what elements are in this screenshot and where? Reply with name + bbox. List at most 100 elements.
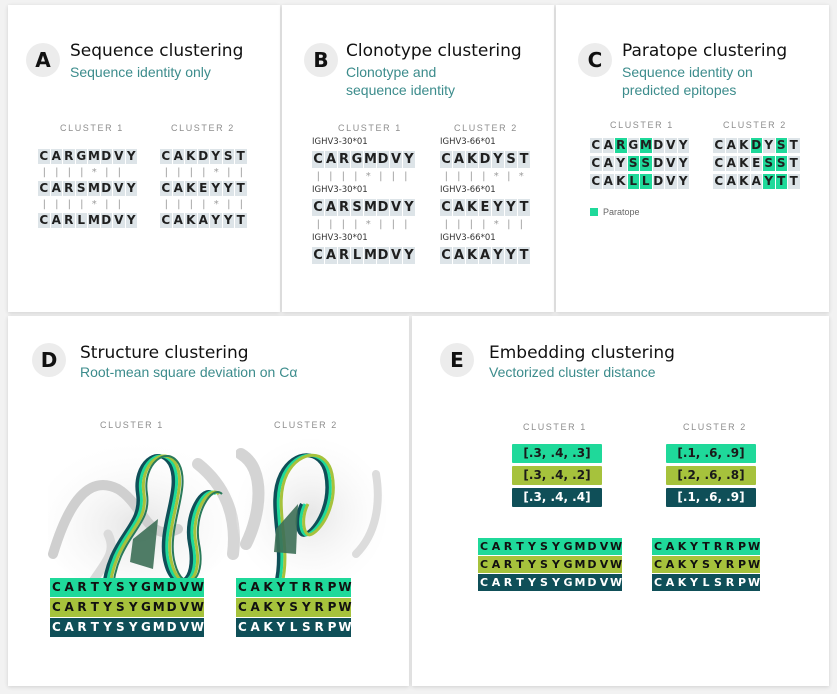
residue: G (563, 576, 573, 589)
residue: R (314, 620, 324, 634)
residue: S (540, 558, 548, 571)
residue: G (141, 620, 151, 634)
residue: C (713, 138, 725, 153)
residue: P (327, 620, 337, 634)
residue: Y (552, 540, 560, 553)
residue: R (338, 247, 350, 264)
residue: D (587, 558, 597, 571)
residue: Y (552, 558, 560, 571)
structure-cluster2-ribbon-image (236, 439, 386, 589)
panel-letter-c: C (578, 43, 612, 77)
match-marker: | (341, 219, 345, 230)
residue: G (75, 149, 87, 164)
paratope-legend-swatch (590, 208, 598, 216)
residue: E (479, 199, 491, 216)
panel-paratope-clustering: C Paratope clustering Sequence identity … (556, 5, 829, 312)
residue: A (491, 540, 501, 553)
match-marker: | (444, 219, 448, 230)
residue: V (599, 558, 609, 571)
residue: R (63, 149, 75, 164)
residue: K (738, 138, 750, 153)
panel-c-cluster2-label: CLUSTER 2 (723, 120, 787, 130)
residue: Y (677, 174, 689, 189)
panel-a-subtitle: Sequence identity only (70, 64, 211, 80)
residue: L (627, 174, 639, 189)
residue: M (574, 540, 586, 553)
residue: C (590, 156, 602, 171)
panel-letter-a: A (26, 43, 60, 77)
panel-b-cluster1-label: CLUSTER 1 (338, 123, 402, 133)
residue: D (377, 199, 389, 216)
residue: P (327, 600, 337, 614)
panel-e-cluster1-label: CLUSTER 1 (523, 422, 587, 432)
panel-e-c2-vector3: [.1, .6, .9] (666, 488, 756, 507)
residue: Y (210, 149, 222, 164)
residue: S (116, 620, 125, 634)
residue: Y (552, 576, 560, 589)
residue: W (338, 620, 352, 634)
panel-d-title: Structure clustering (80, 343, 249, 363)
match-marker: | (404, 219, 408, 230)
residue: A (64, 600, 74, 614)
residue: C (479, 558, 489, 571)
residue: W (190, 620, 205, 634)
residue: G (563, 540, 573, 553)
residue: Y (763, 174, 775, 189)
panel-d-cluster1-label: CLUSTER 1 (100, 420, 164, 430)
residue: C (440, 199, 452, 216)
residue: D (377, 151, 389, 168)
panel-c-title: Paratope clustering (622, 41, 788, 61)
residue: V (599, 540, 609, 553)
residue: Y (714, 558, 722, 571)
residue: R (725, 558, 735, 571)
residue: K (738, 174, 750, 189)
mismatch-marker: * (213, 167, 219, 178)
residue: C (312, 151, 324, 168)
residue: M (152, 580, 165, 594)
residue: Y (103, 600, 112, 614)
residue: E (197, 181, 209, 196)
panel-b-cluster2-label: CLUSTER 2 (454, 123, 518, 133)
residue: W (190, 580, 205, 594)
residue: Y (210, 181, 222, 196)
panel-clonotype-clustering: B Clonotype clustering Clonotype and seq… (282, 5, 554, 312)
residue: P (737, 540, 747, 553)
match-marker: | (444, 171, 448, 182)
match-marker: | (80, 199, 84, 210)
residue: M (152, 600, 165, 614)
residue: V (390, 247, 402, 264)
match-marker: | (354, 171, 358, 182)
panel-b-title: Clonotype clustering (346, 41, 522, 61)
residue: T (516, 540, 524, 553)
panel-structure-clustering: D Structure clustering Root-mean square … (8, 316, 409, 686)
match-marker: | (482, 219, 486, 230)
match-marker: | (42, 199, 46, 210)
residue: Y (276, 600, 286, 614)
residue: A (325, 151, 337, 168)
residue: S (627, 156, 639, 171)
residue: D (166, 600, 177, 614)
panel-b-c2-conn1: ||||*|* (440, 169, 528, 184)
residue: A (453, 247, 465, 264)
residue: R (314, 600, 324, 614)
residue: S (775, 156, 787, 171)
panel-a-title: Sequence clustering (70, 41, 244, 61)
residue: Y (222, 181, 234, 196)
residue: R (63, 181, 75, 196)
residue: K (466, 247, 478, 264)
residue: M (574, 558, 586, 571)
residue: E (750, 156, 762, 171)
residue: Y (492, 199, 504, 216)
panel-sequence-clustering: A Sequence clustering Sequence identity … (8, 5, 280, 312)
mismatch-marker: * (365, 219, 371, 230)
panel-e-c1-vector2: [.3, .4, .2] (512, 466, 602, 485)
residue: R (338, 199, 350, 216)
